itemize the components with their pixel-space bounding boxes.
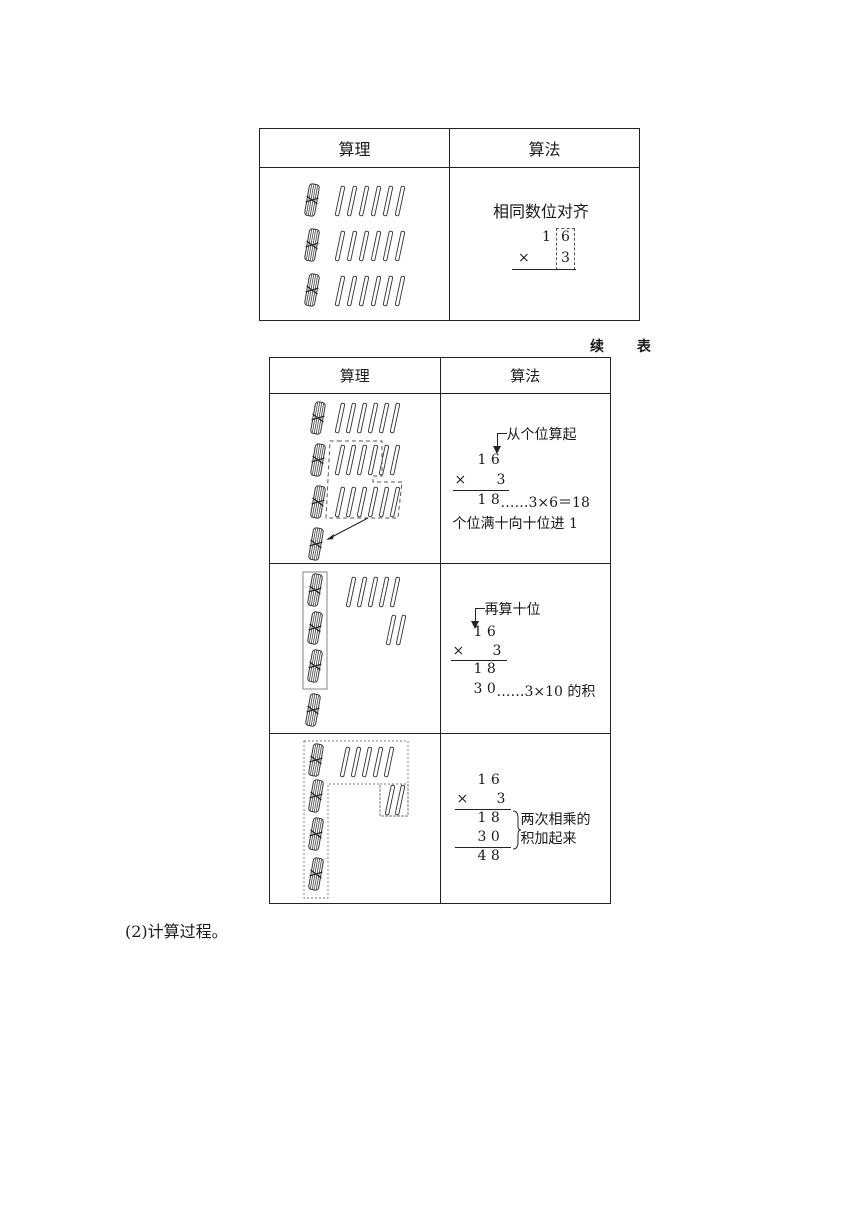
algorithm-cell: 相同数位对齐 1 6 × 3	[449, 167, 640, 321]
header-algorithm: 算法	[449, 128, 640, 168]
product-line	[454, 809, 511, 810]
digit-ones: 6	[561, 229, 570, 245]
brace-icon	[512, 810, 521, 850]
sticks-sum-illustration	[303, 740, 409, 899]
stick-illustration	[259, 167, 450, 321]
tens-next-note: 再算十位	[484, 602, 541, 618]
times-sign: ×	[454, 472, 467, 488]
algorithm-cell-step3: 1 6 × 3 1 8 3 0 4 8 两次相乘的 积加起来	[439, 733, 611, 904]
arrow-lead	[496, 433, 507, 434]
product-line	[512, 269, 576, 270]
header-algorithm: 算法	[439, 357, 611, 394]
times-sign: ×	[452, 643, 465, 659]
algorithm-cell-step2: 再算十位 1 6 × 3 1 8 3 0 ……3×10 的积	[439, 563, 611, 734]
start-ones-note: 从个位算起	[506, 427, 577, 443]
sticks-carry-illustration	[306, 400, 403, 562]
ones-column-box	[556, 228, 575, 270]
algorithm-cell-step1: 从个位算起 1 6 × 3 1 8 ……3×6＝18 个位满十向十位进 1	[439, 393, 611, 564]
add-products-note-2: 积加起来	[520, 831, 577, 847]
partial-product-2: 3 0	[473, 681, 496, 697]
product-line	[452, 490, 509, 491]
section-heading: (2)计算过程。	[125, 922, 228, 941]
partial-product-2: 3 0	[477, 829, 500, 845]
arrow-head-icon	[492, 446, 501, 454]
add-products-note-1: 两次相乘的	[520, 812, 591, 828]
stick-illustration-step3	[269, 733, 441, 904]
sum-line	[454, 847, 511, 848]
align-note: 相同数位对齐	[493, 202, 590, 221]
arithmetic-table: 算理 算法 相同数位对齐 1	[259, 128, 640, 321]
product-line	[450, 660, 507, 661]
partial-product-1: 1 8	[477, 492, 500, 508]
multiplier: 3	[496, 791, 506, 807]
multiplicand: 1 6	[477, 772, 500, 788]
arrow-icon	[474, 608, 476, 624]
tens-product-note: ……3×10 的积	[496, 684, 596, 700]
times-sign: ×	[456, 791, 469, 807]
partial-product-1: 1 8	[473, 661, 496, 677]
multiplier: 3	[496, 472, 506, 488]
arrow-lead	[474, 608, 485, 609]
header-reasoning: 算理	[259, 128, 450, 168]
sticks-16x3-illustration	[302, 182, 406, 308]
carry-note: 个位满十向十位进 1	[452, 516, 578, 532]
final-product: 4 8	[477, 848, 500, 864]
multiplicand: 1 6	[473, 624, 496, 640]
ones-product-note: ……3×6＝18	[500, 495, 590, 511]
multiplier: 3	[561, 250, 570, 266]
arrow-icon	[496, 433, 498, 449]
multiplicand: 1 6	[477, 452, 500, 468]
times-sign: ×	[518, 250, 530, 266]
sticks-tens-illustration	[302, 571, 407, 728]
multiplier: 3	[492, 643, 502, 659]
arrow-head-icon	[470, 621, 479, 629]
header-reasoning: 算理	[269, 357, 441, 394]
stick-illustration-step1	[269, 393, 441, 564]
partial-product-1: 1 8	[477, 810, 500, 826]
continued-arithmetic-table: 算理 算法	[269, 357, 611, 904]
stick-illustration-step2	[269, 563, 441, 734]
digit-tens: 1	[542, 229, 551, 245]
continued-table-label: 续 表	[590, 339, 665, 355]
